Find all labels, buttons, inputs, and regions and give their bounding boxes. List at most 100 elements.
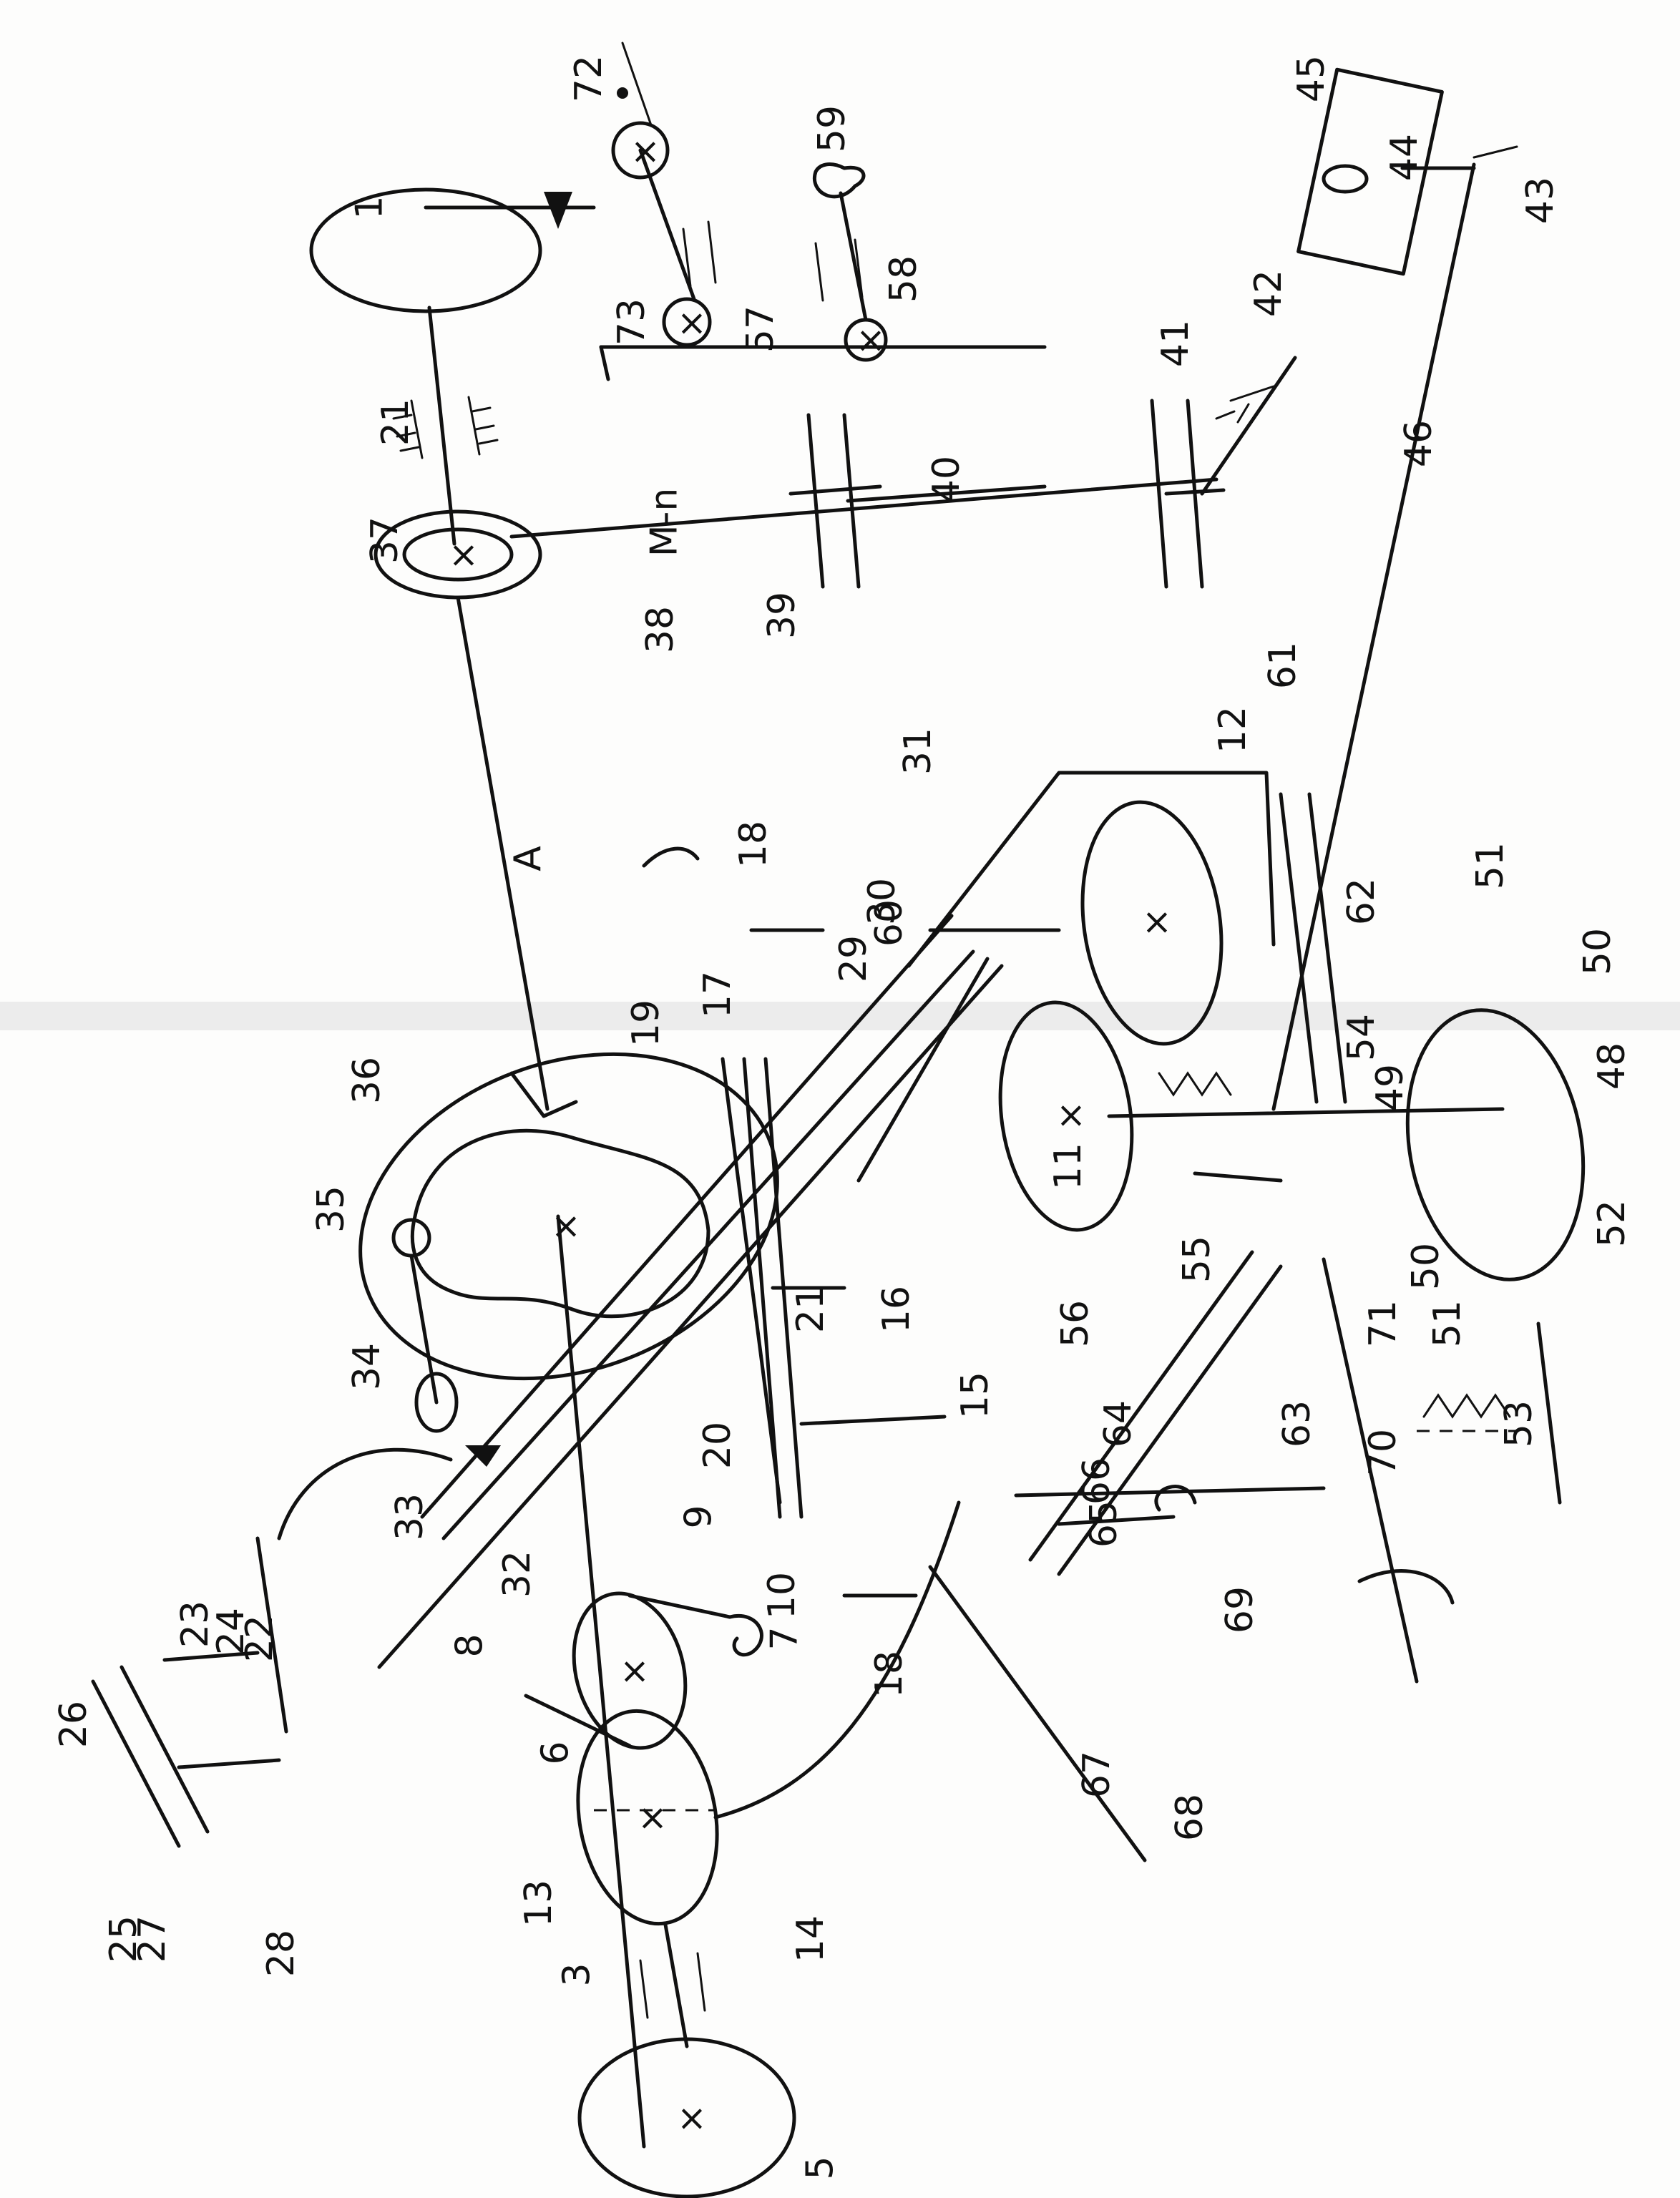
part-label-7: 42 [1247, 269, 1291, 318]
svg-text:×: × [856, 319, 886, 361]
part-label-17: M-n [643, 487, 686, 557]
part-label-28: 19 [625, 999, 668, 1047]
part-label-58: 52 [1591, 1199, 1634, 1248]
shaft-71 [1322, 1257, 1419, 1684]
part-label-18: A [506, 846, 550, 871]
part-label-21: 62 [1340, 877, 1384, 926]
arrow-marker-1 [544, 192, 572, 229]
part-label-54: 28 [260, 1929, 303, 1978]
part-label-40: 10 [761, 1571, 804, 1620]
link-42 [1200, 356, 1297, 496]
shaft-63 [1028, 1250, 1254, 1562]
rod-73 [638, 148, 696, 301]
part-label-50: 24 [210, 1607, 253, 1656]
part-label-9: 57 [739, 305, 783, 353]
slider-45-eye [1322, 164, 1369, 194]
part-label-14: 44 [1383, 133, 1427, 182]
part-label-72: 70 [1362, 1428, 1405, 1477]
part-label-46: 3 [555, 1963, 599, 1987]
shaft-a [456, 595, 550, 1111]
part-label-42: 8 [448, 1633, 492, 1658]
part-label-61: 53 [1498, 1400, 1541, 1448]
disc-13 [576, 1709, 719, 1926]
part-label-57: 48 [1591, 1042, 1634, 1090]
part-label-32: 33 [389, 1493, 432, 1541]
part-label-16: 46 [1397, 419, 1441, 468]
gear-56 [998, 1000, 1134, 1232]
svg-text:×: × [551, 1205, 581, 1246]
part-label-13: 45 [1290, 54, 1334, 103]
pin-72 [617, 87, 628, 99]
svg-text:×: × [1056, 1094, 1086, 1135]
part-label-0: 1 [348, 195, 391, 220]
shaft-3 [663, 1923, 689, 2048]
part-label-27: 17 [696, 970, 740, 1019]
shaft-main [556, 1214, 646, 2149]
shaft-25 [119, 1665, 210, 1834]
part-label-37: 16 [875, 1285, 919, 1334]
slider-45 [1296, 67, 1444, 276]
bearing-42 [1215, 385, 1275, 424]
part-label-68: 66 [1075, 1457, 1119, 1505]
part-label-51: 26 [52, 1700, 96, 1749]
part-label-3: 38 [639, 605, 683, 654]
shaft-22 [255, 1536, 288, 1734]
gear-41 [1150, 399, 1226, 589]
part-label-43: 6 [534, 1741, 577, 1765]
part-label-45: 14 [789, 1915, 833, 1963]
part-label-6: 41 [1154, 319, 1198, 368]
part-label-20: 61 [1261, 641, 1305, 690]
rod-58 [839, 191, 868, 322]
part-label-11: 58 [882, 255, 926, 303]
link-8 [524, 1694, 632, 1748]
part-label-44: 13 [517, 1879, 561, 1928]
cup-69 [1154, 1485, 1197, 1512]
part-label-65: 56 [1054, 1299, 1098, 1348]
part-label-23: 31 [897, 727, 940, 776]
svg-text:×: × [449, 534, 479, 575]
part-label-71: 71 [1362, 1299, 1405, 1348]
part-label-8: 73 [610, 298, 654, 346]
shaft-62a [1279, 792, 1319, 1104]
part-label-10: 72 [567, 54, 611, 103]
part-label-41: 7 [763, 1626, 806, 1651]
shaft-32 [420, 914, 954, 1519]
part-label-66: 11 [1047, 1142, 1090, 1191]
gear-60 [1080, 800, 1224, 1046]
arrow-71 [1357, 1569, 1455, 1605]
part-label-35: 20 [696, 1421, 740, 1470]
part-label-31: 34 [346, 1342, 389, 1391]
part-label-73: 69 [1219, 1586, 1262, 1634]
part-label-62: 49 [1369, 1063, 1412, 1112]
part-label-47: 5 [799, 2156, 842, 2180]
part-label-70: 63 [1276, 1400, 1319, 1448]
link-31 [856, 957, 990, 1183]
shaft-62b [1307, 792, 1347, 1104]
mark-43 [1473, 145, 1518, 159]
fold-crease [0, 1002, 1680, 1030]
cam-37-inner [402, 527, 514, 582]
svg-text:×: × [677, 2097, 707, 2139]
part-label-19: 12 [1211, 705, 1255, 754]
disc-1 [309, 187, 542, 313]
part-label-59: 50 [1405, 1242, 1448, 1291]
part-label-26: 18 [732, 820, 776, 869]
arrow-marker-33 [465, 1445, 501, 1467]
svg-text:×: × [1142, 901, 1172, 942]
shaft-26 [91, 1679, 181, 1848]
shaft-46 [1271, 162, 1476, 1111]
part-label-24: 30 [861, 877, 904, 926]
part-label-38: 15 [954, 1371, 997, 1420]
part-label-69: 64 [1097, 1400, 1141, 1448]
part-label-36: 21 [789, 1285, 833, 1334]
part-label-56: 50 [1576, 927, 1620, 976]
shaft-68 [928, 1565, 1147, 1862]
link-70 [1014, 1486, 1326, 1498]
part-label-74: 67 [1075, 1750, 1119, 1799]
part-label-29: 36 [346, 1056, 389, 1105]
shaft-19 [721, 1057, 782, 1505]
roller-73 [662, 297, 712, 347]
belt-14 [713, 1500, 961, 1820]
spring-53 [1422, 1393, 1511, 1419]
